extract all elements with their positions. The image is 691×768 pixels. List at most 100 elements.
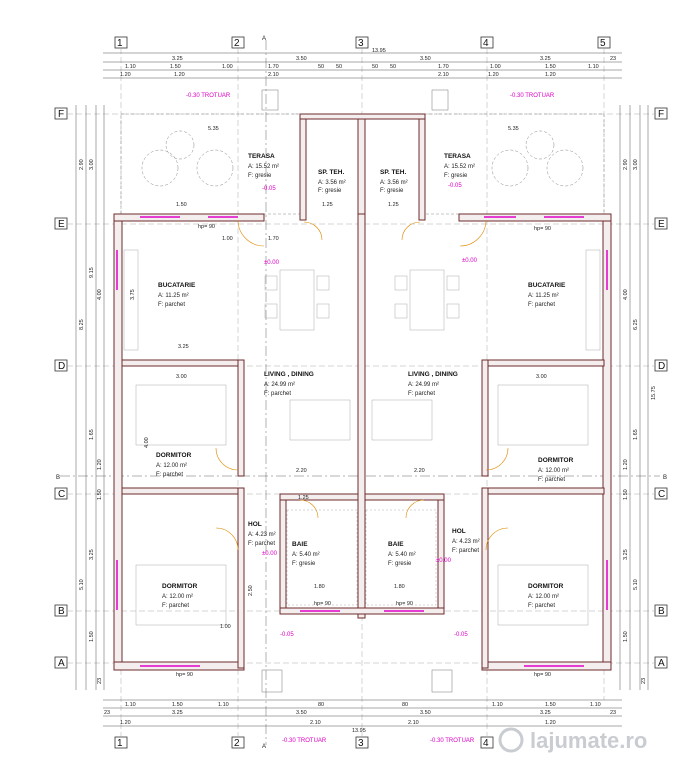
axis-label: C [58,489,65,500]
inner-dim: 2.20 [296,468,307,474]
room-area: A: 5.40 m² [292,552,320,558]
room-area: A: 3.56 m² [380,180,408,186]
dim-top: 1.70 [438,64,449,70]
walls [113,113,612,671]
room-bucatarie-right: BUCATARIE A: 11.25 m² F: parchet [528,282,566,308]
dim-top: 3.50 [296,56,307,62]
dim-left: 3.00 [89,159,95,170]
level-terasa: -0.05 [448,183,462,189]
section-mark: B [56,475,60,481]
inner-dim: 3.00 [176,374,187,380]
room-floor: F: parchet [248,541,275,547]
room-dormitor-mid-right: DORMITOR A: 12.00 m² F: parchet [538,457,574,483]
dim-bottom: 23 [610,710,616,716]
inner-dim: 4.00 [144,437,150,448]
dim-left: 3.25 [89,549,95,560]
room-area: A: 24.99 m² [264,382,295,388]
room-floor: F: parchet [158,302,185,308]
dim-left: 5.10 [79,579,85,590]
dim-bottom: 1.10 [590,702,601,708]
watermark-logo-icon [498,727,524,753]
window-tag: hp= 90 [534,226,551,232]
room-name: TERASA [444,153,471,160]
dim-left: 4.00 [97,289,103,300]
bottom-dimensions [103,699,622,727]
level-trotuar: -0.30 TROTUAR [282,738,327,744]
room-area: A: 4.23 m² [248,532,276,538]
dim-right: 1.65 [633,429,639,440]
room-name: DORMITOR [156,452,192,459]
room-floor: F: gresie [380,188,404,194]
dim-bottom: 1.20 [120,720,131,726]
room-living-right: LIVING , DINING A: 24.99 m² F: parchet [408,371,458,397]
room-floor: F: gresie [444,173,468,179]
room-name: DORMITOR [162,583,198,590]
axis-label: 2 [234,738,240,749]
dim-bottom: 23 [104,710,110,716]
axis-label: 2 [234,38,240,49]
room-spteh-right: SP. TEH. A: 3.56 m² F: gresie [380,169,408,194]
dim-overall-top: 13.95 [372,48,386,54]
inner-dim: 3.75 [130,289,136,300]
inner-dim: 1.70 [268,236,279,242]
inner-dims: 5.35 5.35 1.50 1.00 1.70 1.25 1.25 3.75 … [130,126,547,630]
level-trotuar: -0.30 TROTUAR [510,93,555,99]
axis-label: 5 [600,38,606,49]
axis-label: D [658,361,665,372]
dim-bottom: 3.50 [420,710,431,716]
room-terasa-left: TERASA A: 15.52 m² F: gresie [248,153,279,179]
section-mark: A [262,744,266,750]
axis-label: D [58,361,65,372]
dim-left: 1.20 [97,459,103,470]
window-tag: hp= 90 [176,672,193,678]
room-baie-right: BAIE A: 5.40 m² F: gresie [388,541,416,567]
dim-right: 1.50 [623,489,629,500]
axis-label: 4 [483,38,489,49]
dim-top: 50 [336,64,342,70]
level-terasa: -0.05 [262,186,276,192]
axis-label: E [58,219,65,230]
room-area: A: 15.52 m² [248,164,279,170]
dim-left: 8.25 [79,319,85,330]
room-floor: F: parchet [528,302,555,308]
inner-dim: 1.80 [394,584,405,590]
level-interior: ±0.00 [264,260,280,266]
dim-bottom: 1.50 [545,702,556,708]
room-name: BAIE [292,541,308,548]
room-floor: F: parchet [452,548,479,554]
inner-dim: 3.00 [536,374,547,380]
room-terasa-right: TERASA A: 15.52 m² F: gresie [444,153,475,179]
windows [116,216,608,667]
dim-bottom: 3.25 [172,710,183,716]
dim-bottom: 1.50 [172,702,183,708]
dim-left: 2.90 [79,159,85,170]
axis-label: B [58,606,65,617]
side-dimensions [75,105,649,690]
dim-right: 15.75 [651,386,657,400]
watermark-text: lajumate.ro [530,728,647,753]
inner-dim: 5.35 [208,126,219,132]
window-tag: hp= 90 [314,601,331,607]
level-entrance: -0.05 [280,632,294,638]
dim-top: 50 [390,64,396,70]
room-bucatarie-left: BUCATARIE A: 11.25 m² F: parchet [158,282,196,308]
dim-top: 1.20 [545,72,556,78]
room-area: A: 12.00 m² [528,594,559,600]
room-area: A: 4.23 m² [452,539,480,545]
furniture [123,249,601,626]
room-name: DORMITOR [528,583,564,590]
inner-dim: 1.25 [298,495,309,501]
room-floor: F: parchet [162,603,189,609]
dim-top: 3.50 [420,56,431,62]
window-tag: hp= 90 [396,601,413,607]
dim-top: 1.00 [490,64,501,70]
dim-top: 3.25 [540,56,551,62]
dim-top: 1.20 [488,72,499,78]
axis-label: 3 [358,738,364,749]
axis-label: A [58,658,65,669]
entrance-steps [261,89,453,693]
dim-bottom: 3.50 [296,710,307,716]
room-floor: F: parchet [264,391,291,397]
level-trotuar: -0.30 TROTUAR [430,738,475,744]
